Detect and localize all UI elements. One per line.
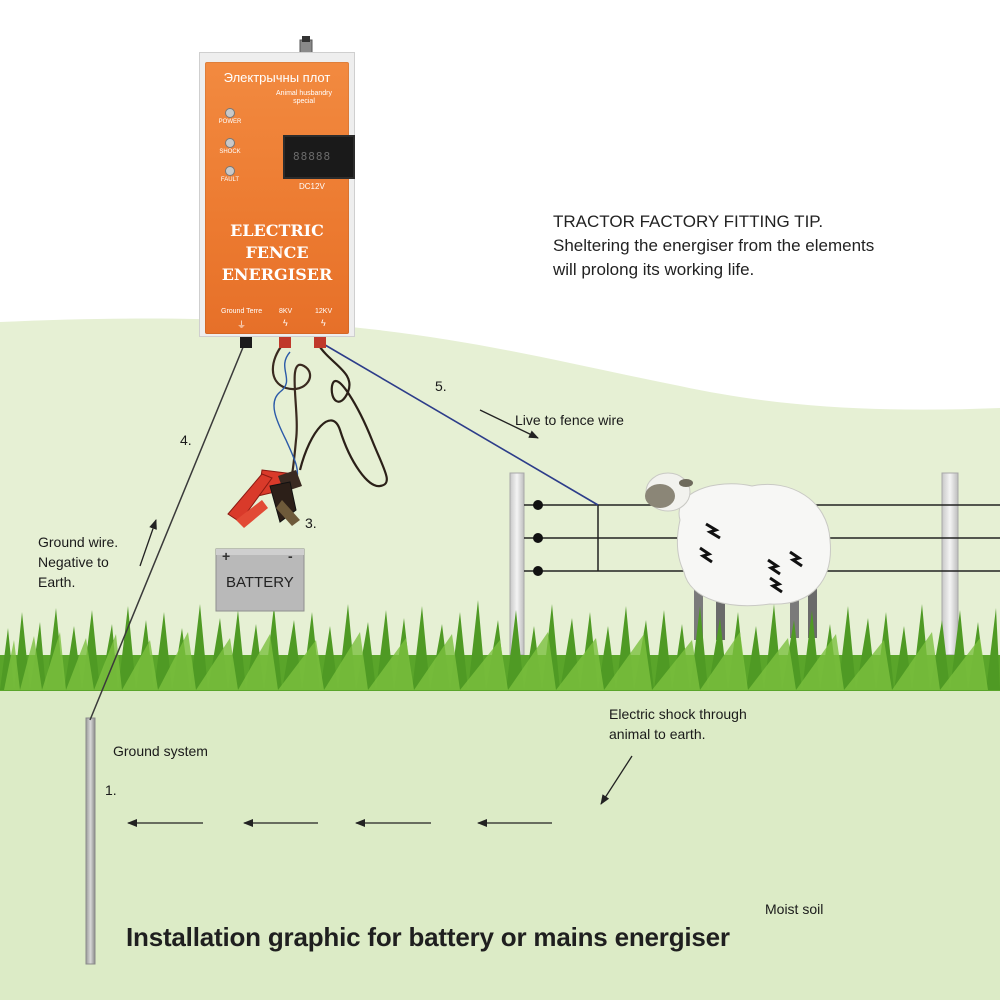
insulator-middle <box>533 533 543 543</box>
ground-terminal <box>240 336 252 348</box>
ground-wire-label-line1: Ground wire. <box>38 534 119 550</box>
energiser-name-line1: ELECTRIC FENCE <box>230 221 324 262</box>
step-3-label: 3. <box>305 515 317 531</box>
sheep <box>645 472 831 640</box>
live-wire <box>319 341 599 506</box>
fault-indicator: FAULT <box>221 166 239 183</box>
shock-led-icon <box>225 138 235 148</box>
insulator-bottom <box>533 566 543 576</box>
power-indicator-label: POWER <box>218 119 242 125</box>
terminal-label-ground: Ground Terre <box>221 308 263 315</box>
ground-wire-arrow <box>139 519 157 567</box>
terminal-8kv <box>279 336 291 348</box>
bolt-8kv-icon: ϟ <box>283 318 288 328</box>
live-wire-arrow <box>479 409 539 439</box>
step-5-label: 5. <box>435 378 447 394</box>
battery-label: BATTERY <box>226 574 294 591</box>
energiser-name: ELECTRIC FENCE ENERGISER <box>205 220 349 286</box>
fitting-tip-line2: Sheltering the energiser from the elemen… <box>553 236 875 255</box>
voltage-display: 88888 <box>283 135 355 179</box>
display-digits: 88888 <box>293 150 332 163</box>
power-led-icon <box>225 108 235 118</box>
energiser-title: Электрычны плот <box>223 70 331 85</box>
electric-shock-label-line2: animal to earth. <box>609 726 706 742</box>
battery-cables <box>271 343 388 493</box>
soil <box>0 688 1000 1000</box>
battery-box <box>215 548 305 612</box>
shock-indicator: SHOCK <box>219 138 241 155</box>
electric-shock-label-line1: Electric shock through <box>609 706 747 722</box>
grass <box>0 600 1000 691</box>
power-indicator: POWER <box>219 108 241 125</box>
ground-wire <box>89 339 247 721</box>
ground-symbol-icon: ⏚ <box>237 320 247 330</box>
fitting-tip-line3: will prolong its working life. <box>553 260 755 279</box>
diagram-caption: Installation graphic for battery or main… <box>126 922 730 952</box>
live-wire-label: Live to fence wire <box>515 412 624 428</box>
energiser: Электрычны плот Animal husbandry special… <box>199 52 355 337</box>
fault-indicator-label: FAULT <box>220 177 240 183</box>
fitting-tip: TRACTOR FACTORY FITTING TIP. Sheltering … <box>553 210 874 282</box>
battery-clips <box>227 469 302 528</box>
ground-stake <box>85 717 96 965</box>
energiser-subtitle: Animal husbandry special <box>275 90 333 105</box>
voltage-label: DC12V <box>299 182 325 191</box>
shock-indicator-label: SHOCK <box>219 149 241 155</box>
insulator-top <box>533 500 543 510</box>
battery-plus: + <box>222 548 231 564</box>
ground-wire-label-line2: Negative to <box>38 554 109 570</box>
step-4-label: 4. <box>180 432 192 448</box>
shock-arrow <box>600 755 633 805</box>
fault-led-icon <box>225 166 235 176</box>
ground-wire-label-line3: Earth. <box>38 574 76 590</box>
fitting-tip-line1: TRACTOR FACTORY FITTING TIP. <box>553 212 824 231</box>
terminal-label-8kv: 8KV <box>279 308 293 315</box>
ground-system-label: Ground system <box>113 743 208 759</box>
step-1-label: 1. <box>105 782 117 798</box>
battery-minus: - <box>288 548 293 564</box>
ground-wire-label: Ground wire. Negative to Earth. <box>38 532 118 592</box>
fence-post-right <box>941 472 959 656</box>
moist-soil-label: Moist soil <box>765 901 824 917</box>
energiser-name-line2: ENERGISER <box>221 265 333 284</box>
energiser-front: Электрычны плот Animal husbandry special… <box>205 62 355 334</box>
terminal-12kv <box>314 336 326 348</box>
bolt-12kv-icon: ϟ <box>321 318 326 328</box>
terminal-label-12kv: 12KV <box>315 308 333 315</box>
electric-shock-label: Electric shock through animal to earth. <box>609 704 747 744</box>
